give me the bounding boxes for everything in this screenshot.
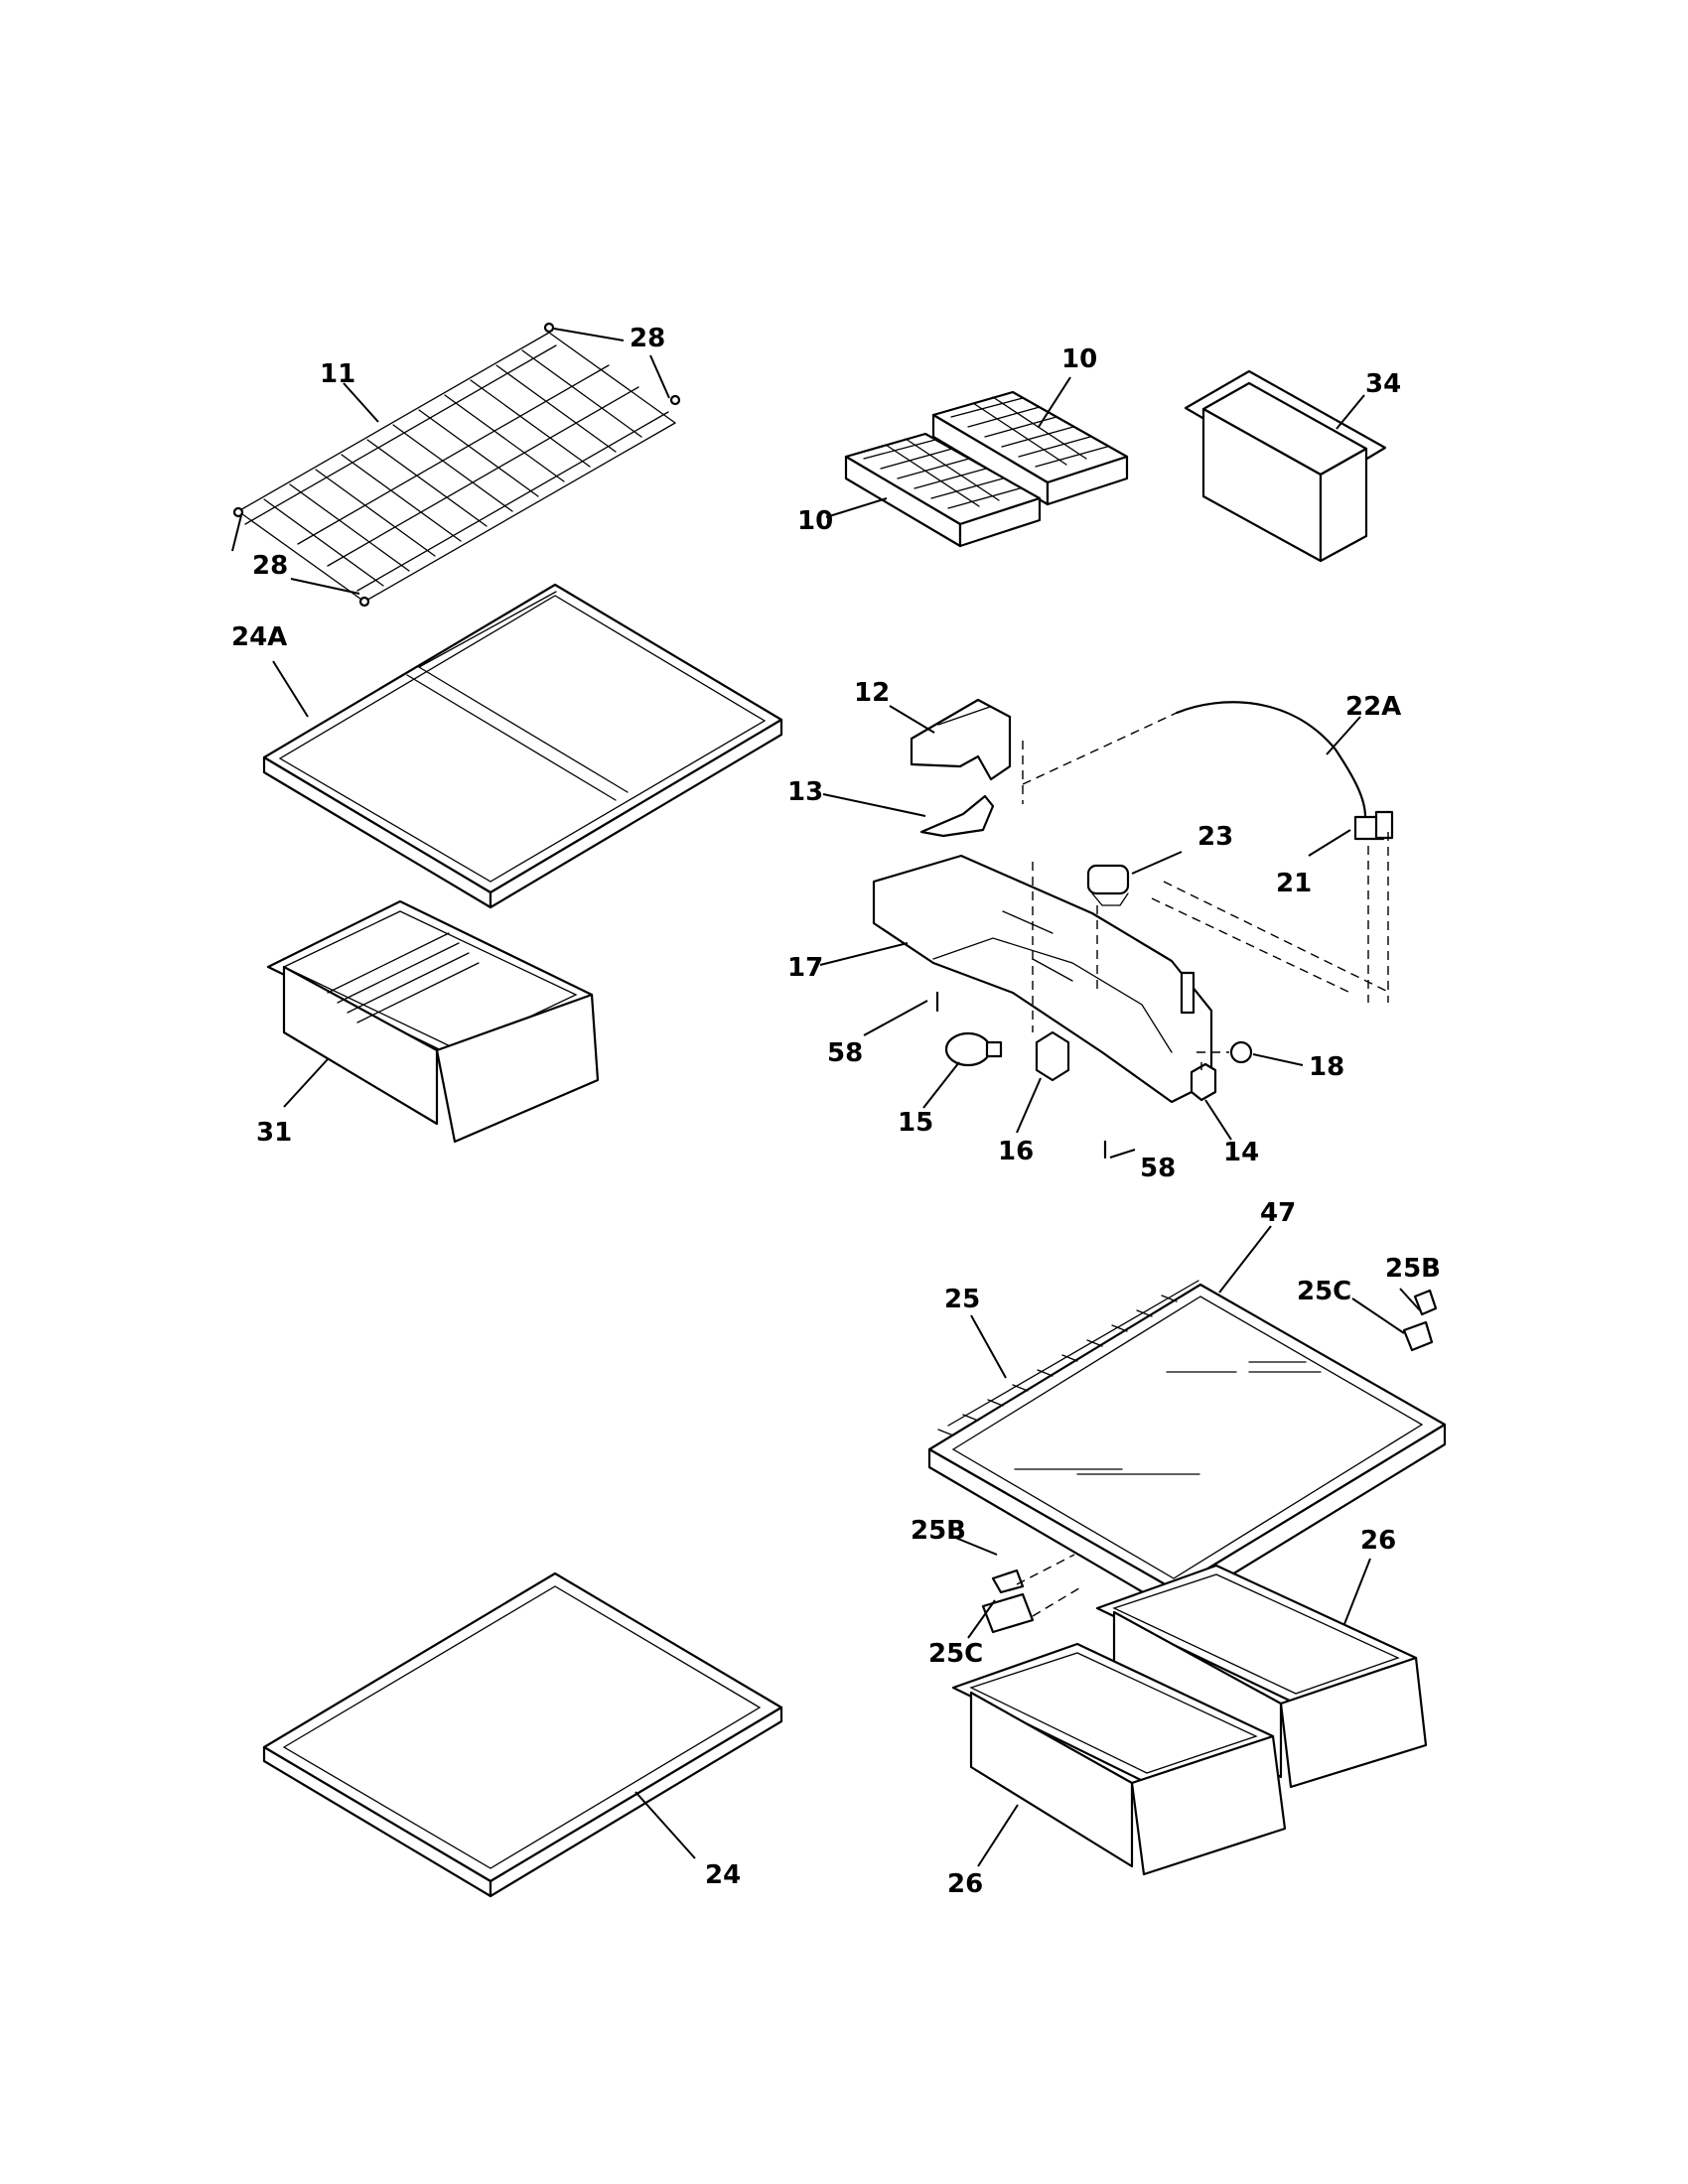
callout-13: 13 xyxy=(787,777,823,807)
leader-25bb xyxy=(952,1536,998,1556)
ice-tray-icon xyxy=(844,390,1129,548)
callout-23: 23 xyxy=(1197,822,1233,852)
crisper-icon xyxy=(951,1564,1428,1876)
glass-shelf-icon xyxy=(262,1571,783,1898)
callout-11: 11 xyxy=(320,359,355,389)
leader-12 xyxy=(889,705,935,734)
callout-10b: 10 xyxy=(797,506,833,536)
callout-24: 24 xyxy=(705,1860,741,1890)
storage-bin-icon xyxy=(1184,369,1387,563)
callout-26a: 26 xyxy=(1360,1526,1396,1556)
callout-22a: 22A xyxy=(1345,692,1401,722)
callout-14: 14 xyxy=(1223,1138,1259,1167)
leader-25ca xyxy=(1351,1297,1405,1334)
leader-25cb xyxy=(967,1599,996,1639)
callout-10a: 10 xyxy=(1061,344,1097,374)
leader-24a xyxy=(272,660,309,718)
leader-25ba xyxy=(1399,1288,1421,1311)
leader-26b xyxy=(977,1804,1019,1867)
leader-31 xyxy=(283,1058,329,1108)
leader-58a xyxy=(863,1000,928,1036)
leader-22a xyxy=(1326,716,1361,755)
callout-17: 17 xyxy=(787,953,823,983)
callout-28a: 28 xyxy=(630,324,665,353)
leader-10b xyxy=(825,497,888,518)
callout-26b: 26 xyxy=(947,1869,983,1899)
callout-34: 34 xyxy=(1365,369,1401,399)
callout-58b: 58 xyxy=(1140,1154,1176,1183)
callout-21: 21 xyxy=(1276,869,1312,898)
drawer-icon xyxy=(266,899,600,1144)
leader-11 xyxy=(343,382,379,423)
callout-25cb: 25C xyxy=(928,1639,983,1669)
leader-16 xyxy=(1016,1077,1042,1134)
leader-58b xyxy=(1109,1149,1136,1159)
leader-10a xyxy=(1038,376,1071,428)
callout-24a: 24A xyxy=(231,622,287,652)
leader-15 xyxy=(922,1061,960,1109)
glass-shelf-icon xyxy=(262,583,783,909)
light-housing-icon xyxy=(872,698,1394,1160)
crisper-icon xyxy=(981,1289,1438,1634)
leader-47 xyxy=(1218,1225,1272,1294)
callout-25bb: 25B xyxy=(911,1516,966,1546)
callout-15: 15 xyxy=(898,1108,933,1138)
leader-18 xyxy=(1252,1053,1304,1066)
leader-34 xyxy=(1336,394,1365,430)
leader-21 xyxy=(1308,829,1351,857)
leader-14 xyxy=(1204,1099,1232,1141)
leader-25 xyxy=(970,1314,1007,1379)
callout-28b: 28 xyxy=(252,551,288,581)
callout-47: 47 xyxy=(1260,1198,1296,1228)
callout-58a: 58 xyxy=(827,1038,863,1068)
wire-shelf-icon xyxy=(232,322,681,608)
callout-12: 12 xyxy=(854,678,890,708)
leader-28a xyxy=(553,328,670,399)
leader-23 xyxy=(1131,851,1183,875)
callout-25ba: 25B xyxy=(1385,1254,1441,1284)
leader-26a xyxy=(1343,1558,1371,1625)
leader-28b xyxy=(231,514,360,595)
callout-18: 18 xyxy=(1309,1052,1344,1082)
callout-25: 25 xyxy=(944,1285,980,1314)
leader-13 xyxy=(822,793,926,817)
callout-16: 16 xyxy=(998,1137,1034,1166)
callout-31: 31 xyxy=(256,1118,292,1148)
glass-shelf-icon xyxy=(927,1280,1447,1612)
leader-24 xyxy=(634,1791,696,1859)
leader-17 xyxy=(819,942,909,966)
callout-25ca: 25C xyxy=(1297,1277,1351,1306)
